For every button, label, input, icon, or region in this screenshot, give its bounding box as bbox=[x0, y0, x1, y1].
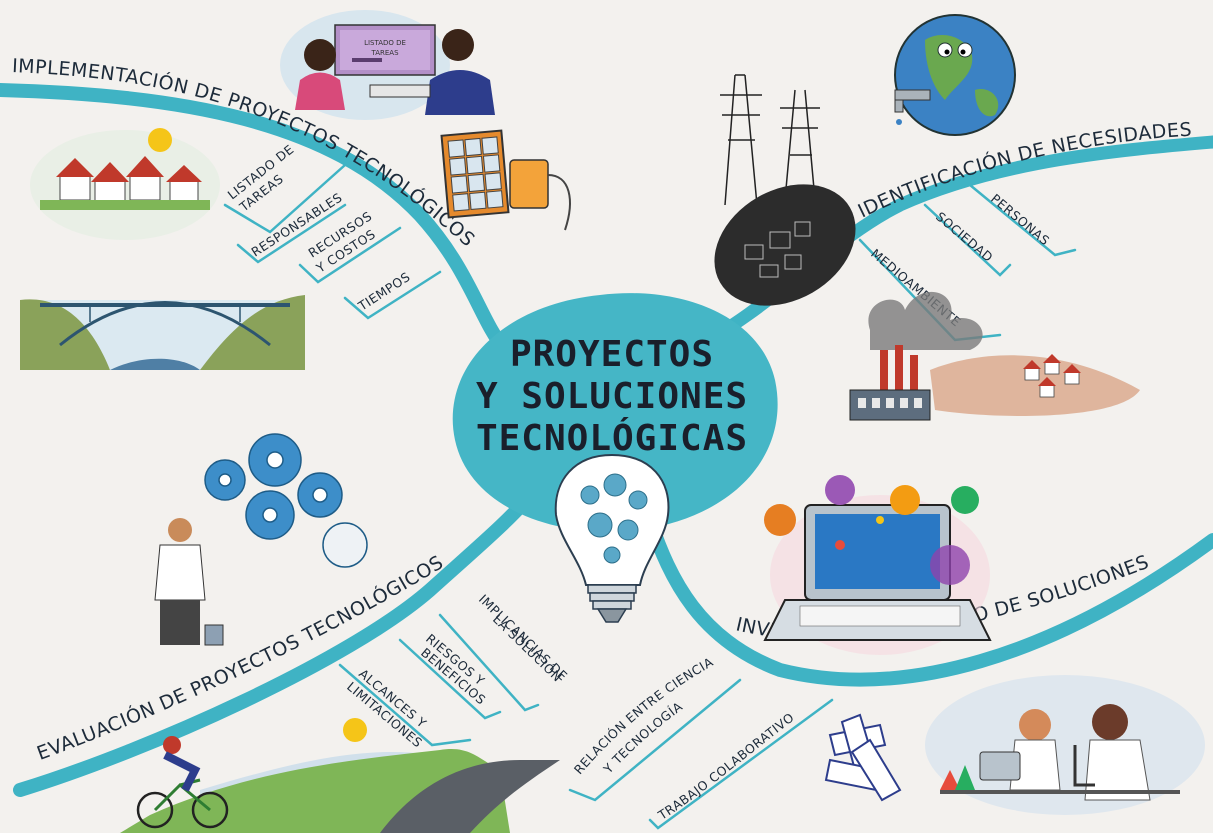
research-item-trabajo: TRABAJO COLABORATIVO bbox=[655, 710, 797, 824]
center-title-line3: TECNOLÓGICAS bbox=[476, 417, 748, 459]
center-splash bbox=[452, 293, 778, 532]
people-computer-illustration: LISTADO DE TAREAS bbox=[280, 10, 495, 120]
branch-line-implementation bbox=[0, 83, 512, 357]
gears-illustration bbox=[204, 433, 368, 568]
power-towers-illustration bbox=[720, 74, 820, 206]
lab-scientists-illustration bbox=[925, 675, 1205, 815]
evaluation-items: IMPLICANCIAS DE LA SOLUCIÓN RIESGOS Y BE… bbox=[344, 591, 571, 750]
bridge-illustration bbox=[20, 295, 305, 370]
sub-branch-lines bbox=[223, 163, 1077, 830]
branch-line-research bbox=[643, 513, 1213, 687]
center-bubble: PROYECTOS Y SOLUCIONES TECNOLÓGICAS bbox=[452, 293, 778, 532]
center-title-line1: PROYECTOS bbox=[510, 334, 714, 375]
ident-item-personas: PERSONAS bbox=[988, 191, 1053, 249]
solar-panel-illustration bbox=[440, 129, 571, 231]
collaborative-hands-illustration bbox=[824, 713, 902, 802]
branch-line-evaluation bbox=[13, 483, 542, 797]
lightbulb-icon bbox=[554, 453, 670, 623]
earth-faucet-illustration bbox=[894, 14, 1016, 136]
evaluation-title: EVALUACIÓN DE PROYECTOS TECNOLÓGICOS bbox=[34, 551, 448, 765]
ident-item-sociedad: SOCIEDAD bbox=[933, 209, 996, 265]
eval-item-solucion: LA SOLUCIÓN bbox=[490, 611, 565, 684]
laptop-science-illustration bbox=[763, 475, 992, 655]
factory-illustration bbox=[849, 291, 1140, 421]
dark-city-illustration bbox=[714, 184, 856, 306]
man-illustration bbox=[154, 518, 224, 646]
research-items: RELACIÓN ENTRE CIENCIA Y TECNOLOGÍA TRAB… bbox=[571, 654, 797, 823]
screen-line1: LISTADO DE bbox=[364, 39, 406, 47]
houses-illustration bbox=[30, 128, 220, 240]
screen-line2: TAREAS bbox=[370, 49, 399, 57]
cyclist-illustration bbox=[120, 718, 560, 833]
center-title-line2: Y SOLUCIONES bbox=[476, 376, 748, 417]
